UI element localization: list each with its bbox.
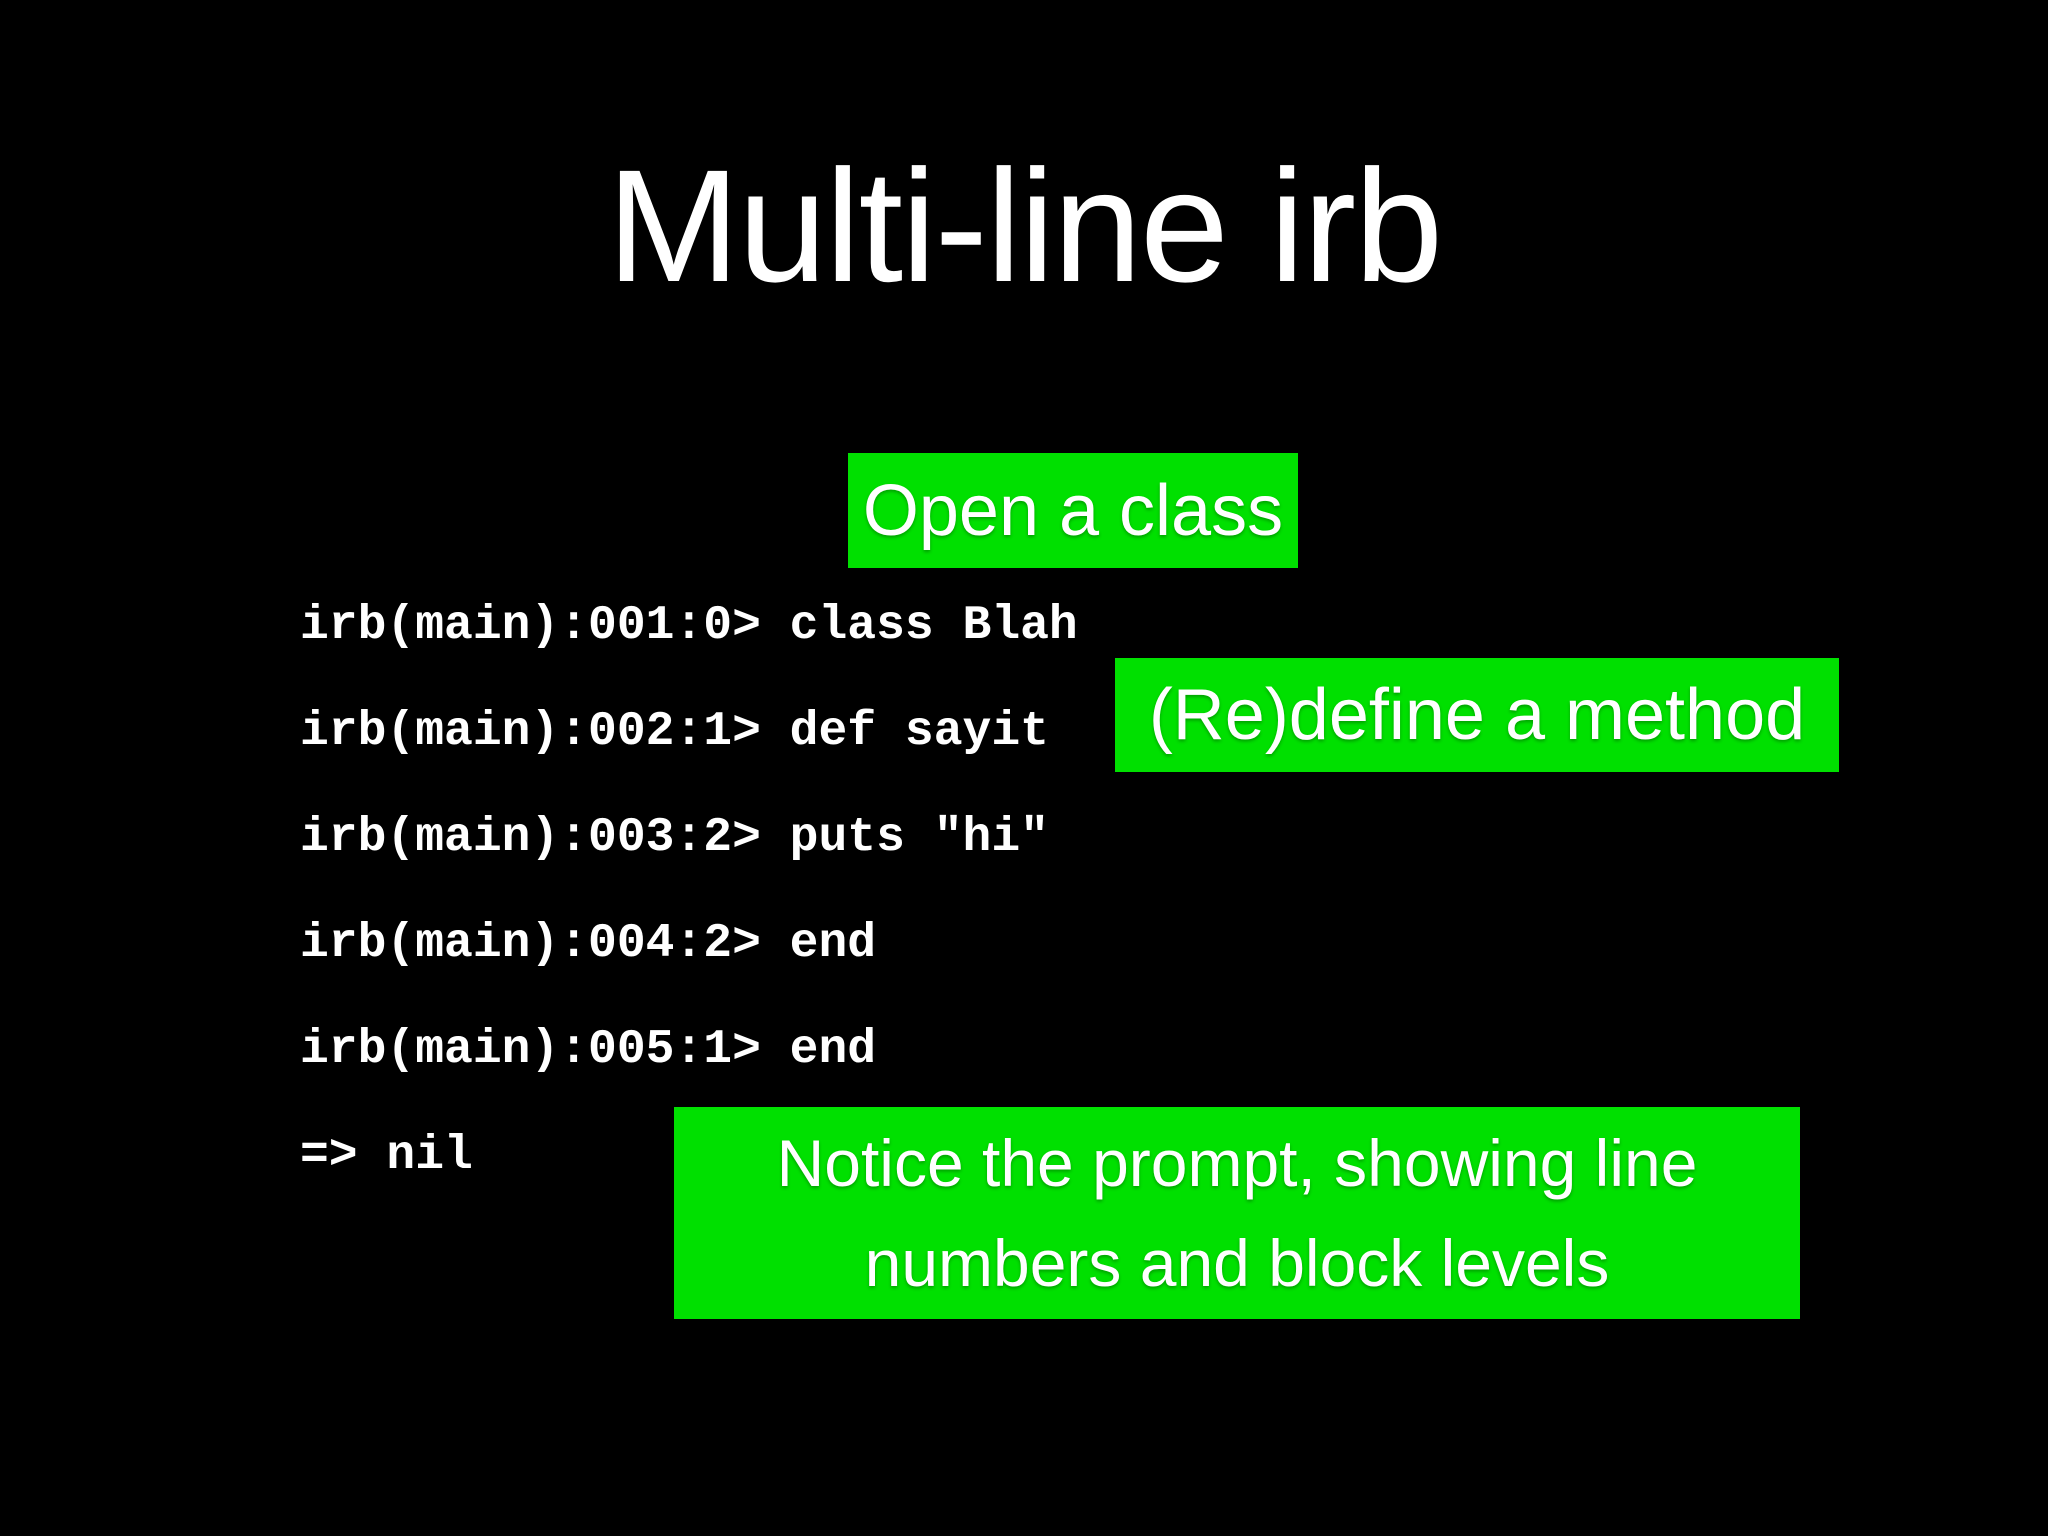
- callout-open-a-class: Open a class: [848, 453, 1298, 568]
- slide-title: Multi-line irb: [606, 136, 1443, 315]
- callout-redefine-a-method: (Re)define a method: [1115, 658, 1839, 772]
- callout-prompt-note-line-2: numbers and block levels: [864, 1226, 1610, 1300]
- callout-prompt-note: Notice the prompt, showing line numbers …: [674, 1107, 1800, 1319]
- callout-redefine-a-method-label: (Re)define a method: [1148, 675, 1806, 755]
- terminal-result-nil: => nil: [300, 1129, 473, 1183]
- terminal-line-001: irb(main):001:0> class Blah: [300, 599, 1078, 653]
- terminal-line-004: irb(main):004:2> end: [300, 917, 877, 971]
- callout-open-a-class-label: Open a class: [862, 470, 1284, 551]
- callout-prompt-note-line-1: Notice the prompt, showing line: [776, 1126, 1698, 1200]
- terminal-line-002: irb(main):002:1> def sayit: [300, 705, 1049, 759]
- terminal-line-003: irb(main):003:2> puts "hi": [300, 811, 1049, 865]
- terminal-line-005: irb(main):005:1> end: [300, 1023, 877, 1077]
